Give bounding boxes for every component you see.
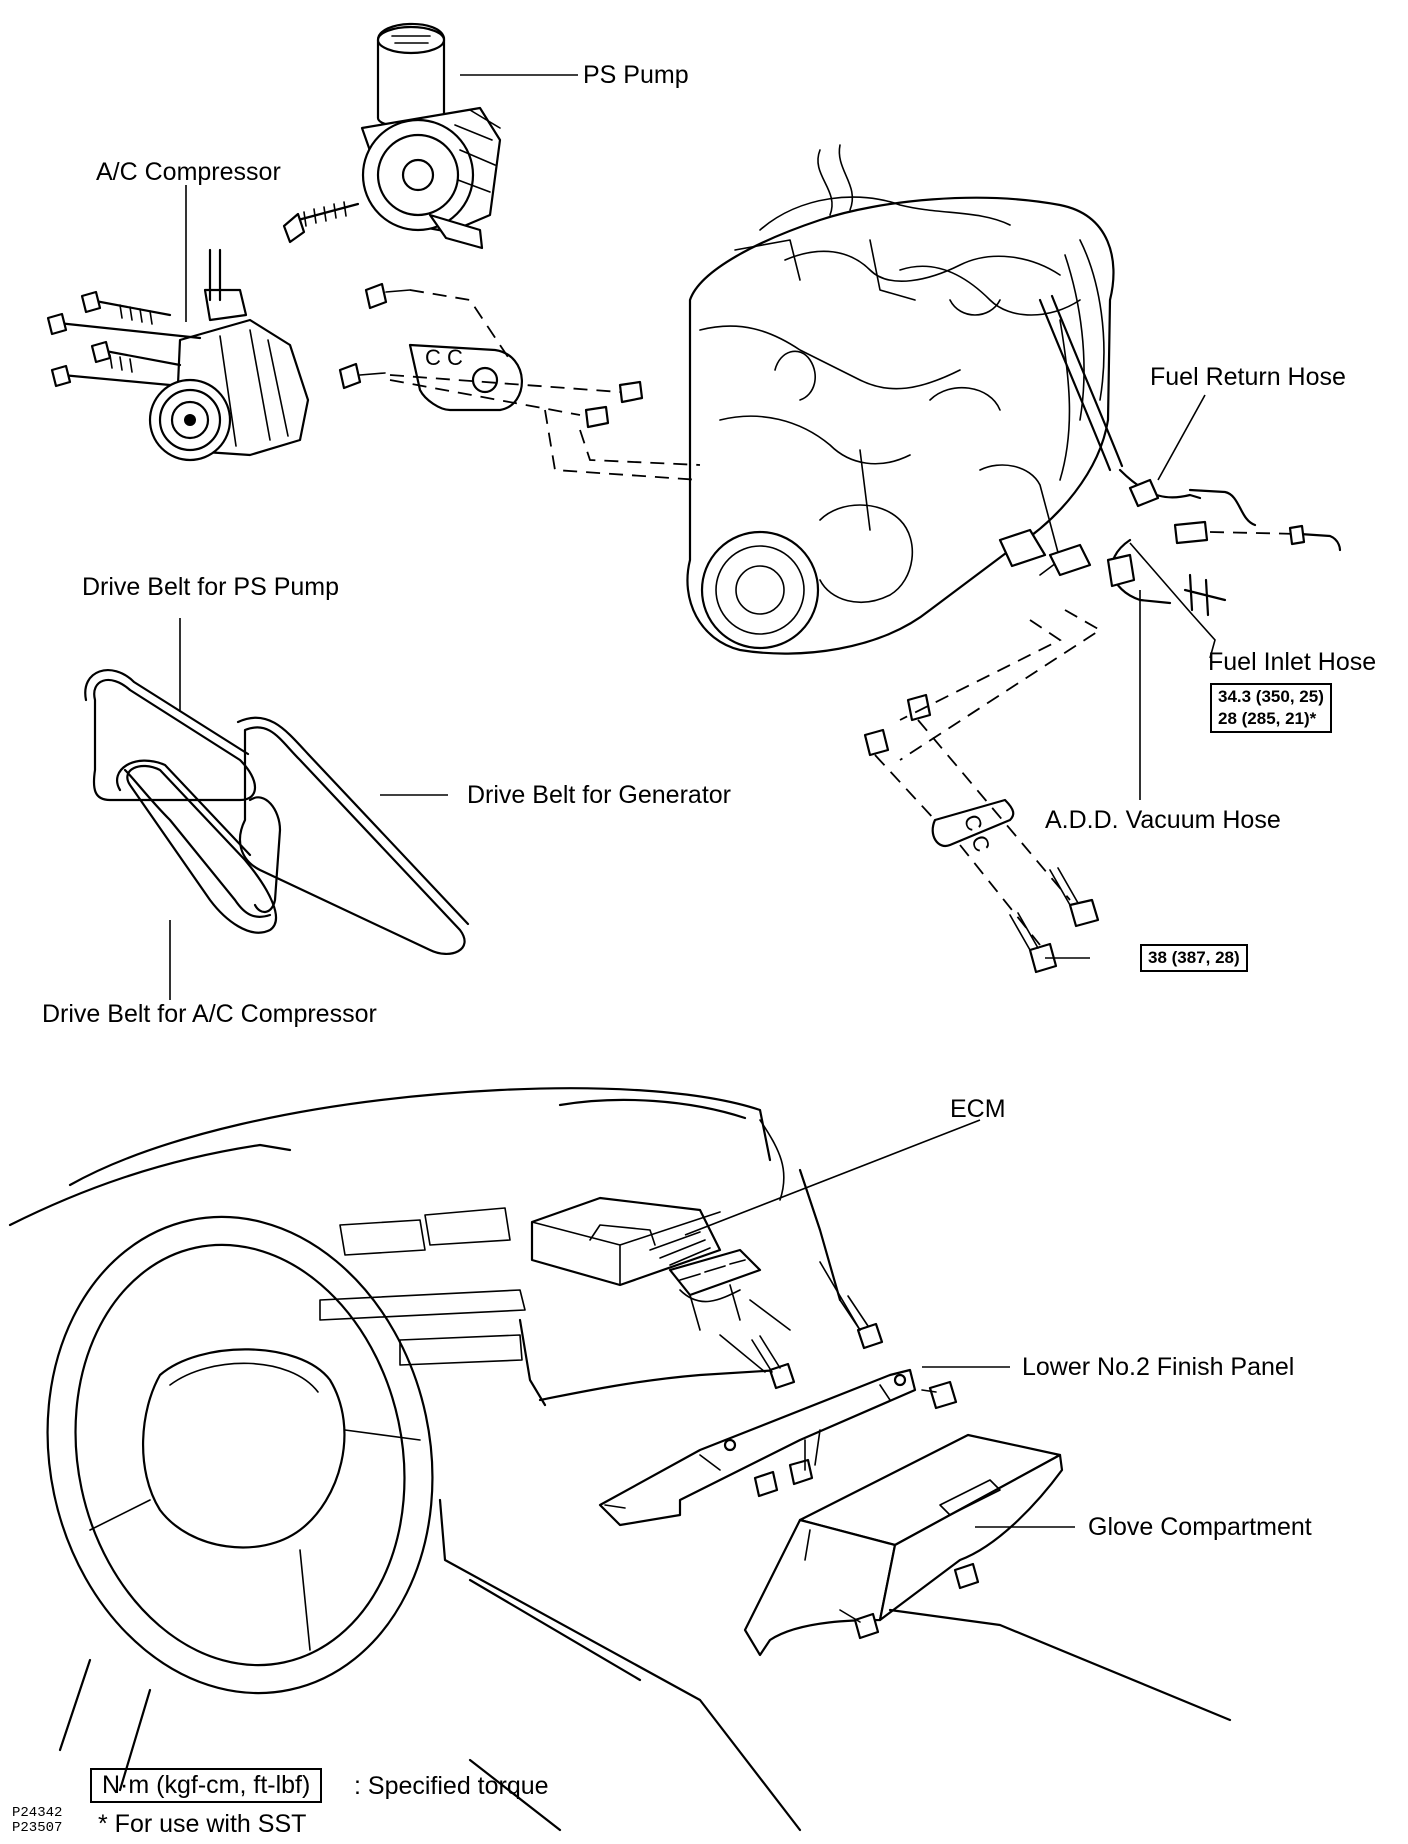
figure-code-1: P24342 xyxy=(12,1805,63,1821)
drive-belt-ps-pump-label: Drive Belt for PS Pump xyxy=(82,573,340,601)
fuel-return-hose-label: Fuel Return Hose xyxy=(1150,363,1346,391)
figure-codes: P24342 P23507 xyxy=(12,1806,62,1836)
figure-code-2: P23507 xyxy=(12,1820,63,1836)
torque-unit-box: N·m (kgf-cm, ft-lbf) xyxy=(90,1768,323,1803)
torque-unit-description: : Specified torque xyxy=(354,1772,549,1800)
drive-belt-ac-compressor-label: Drive Belt for A/C Compressor xyxy=(42,1000,377,1028)
leader-lines xyxy=(169,74,1216,1528)
fuel-inlet-torque-line2: 28 (285, 21)* xyxy=(1218,709,1317,728)
fuel-inlet-torque-box: 34.3 (350, 25) 28 (285, 21)* xyxy=(1210,683,1332,733)
ac-compressor-label: A/C Compressor xyxy=(96,158,281,186)
engine-illustration xyxy=(686,144,1124,655)
add-vacuum-hose-label: A.D.D. Vacuum Hose xyxy=(1045,806,1281,834)
fuel-inlet-hose-label: Fuel Inlet Hose xyxy=(1208,648,1377,676)
drive-belt-generator-label: Drive Belt for Generator xyxy=(467,781,731,809)
ps-pump-illustration xyxy=(282,22,502,250)
dashboard-illustration xyxy=(8,1087,842,1832)
fuel-inlet-torque-line1: 34.3 (350, 25) xyxy=(1218,687,1324,706)
lower-finish-panel-label: Lower No.2 Finish Panel xyxy=(1022,1353,1295,1381)
bracket-bolt-torque-value: 38 (387, 28) xyxy=(1148,948,1240,967)
lower-finish-panel-illustration xyxy=(598,1261,958,1527)
svg-text:C C: C C xyxy=(425,345,463,370)
glove-compartment-label: Glove Compartment xyxy=(1088,1513,1312,1541)
fuel-hoses-illustration xyxy=(1106,468,1342,617)
ps-pump-label: PS Pump xyxy=(583,61,689,89)
lower-bracket-illustration: C C xyxy=(863,609,1102,974)
drive-belts-illustration xyxy=(84,669,470,955)
bracket-bolt-torque-box: 38 (387, 28) xyxy=(1140,944,1248,972)
ac-compressor-illustration xyxy=(46,248,310,462)
upper-bracket-illustration: C C xyxy=(338,282,701,481)
ecm-label: ECM xyxy=(950,1095,1006,1123)
sst-note: * For use with SST xyxy=(98,1810,307,1838)
glove-compartment-illustration xyxy=(743,1433,1232,1722)
